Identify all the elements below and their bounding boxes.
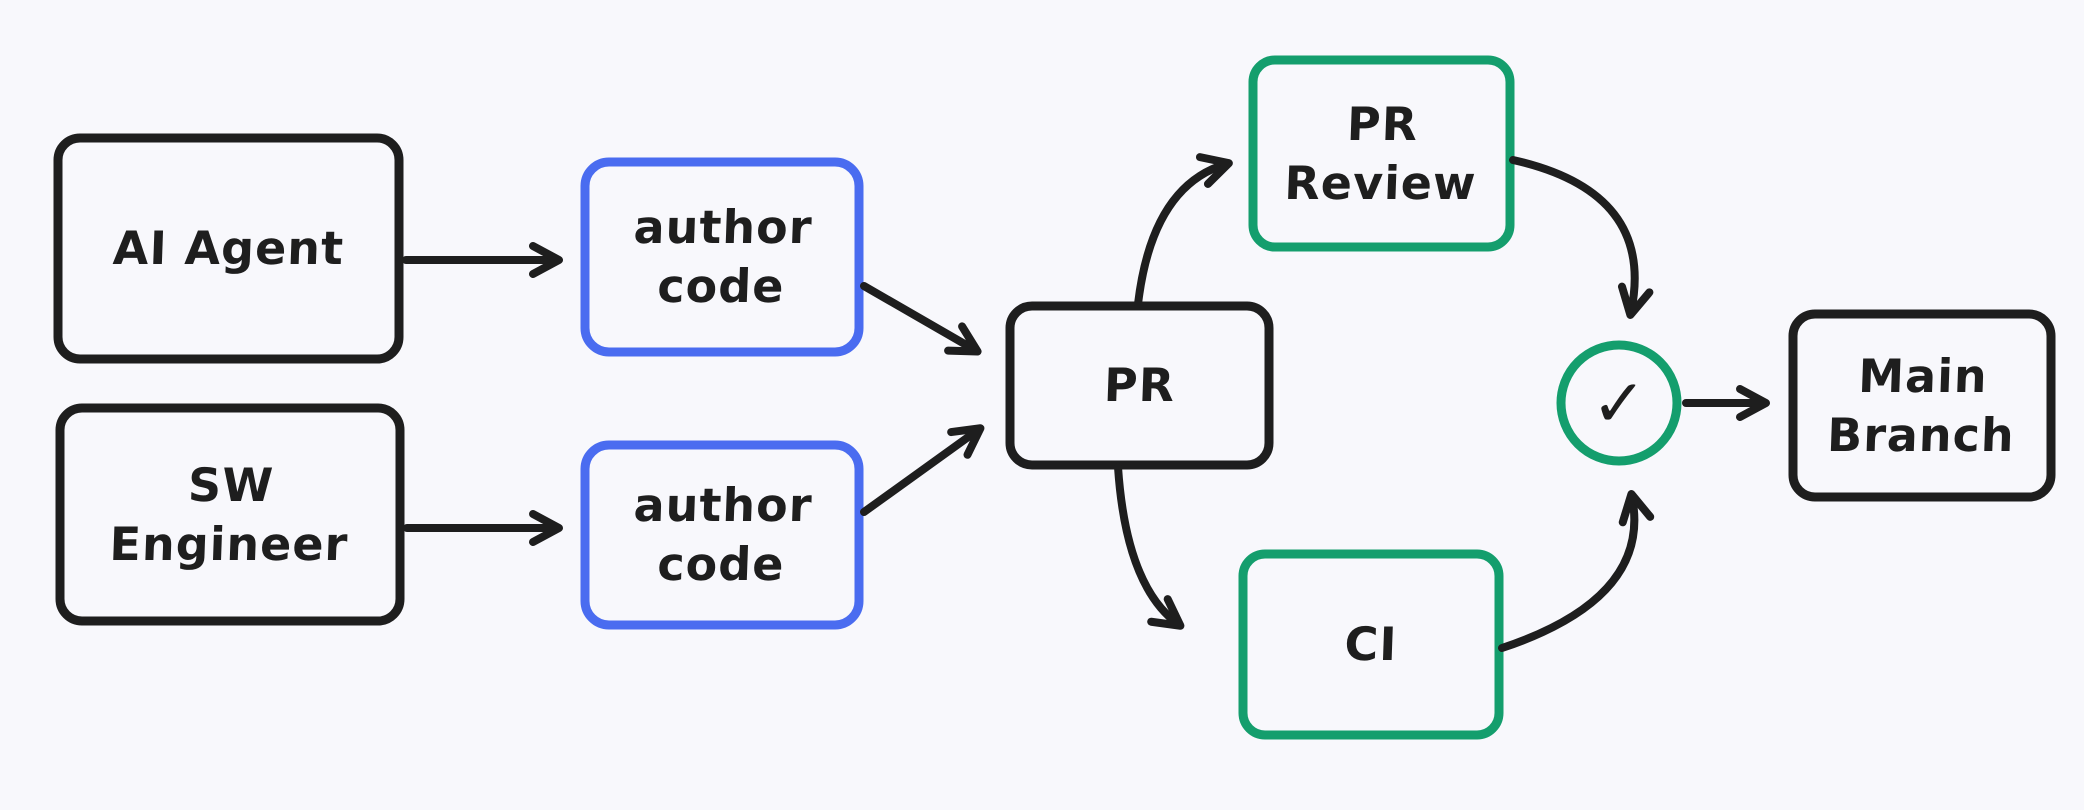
edge-author-code-bottom-to-pr [860, 424, 985, 516]
main-branch-node [1788, 309, 2056, 502]
ci-node [1238, 549, 1504, 740]
edge-pr-to-ci [1114, 463, 1185, 630]
edge-pr-to-pr-review [1134, 153, 1233, 308]
edge-ci-to-check [1498, 490, 1655, 652]
author-code-top-node [580, 157, 864, 357]
edge-pr-review-to-check [1509, 156, 1654, 319]
author-code-bottom-node [580, 440, 864, 630]
ai-agent-node [53, 133, 404, 364]
edge-author-code-top-to-pr [860, 282, 982, 356]
check-circle-node [1556, 340, 1682, 466]
sw-engineer-node [55, 403, 405, 626]
pr-node [1005, 301, 1274, 470]
pr-review-node [1248, 55, 1515, 252]
